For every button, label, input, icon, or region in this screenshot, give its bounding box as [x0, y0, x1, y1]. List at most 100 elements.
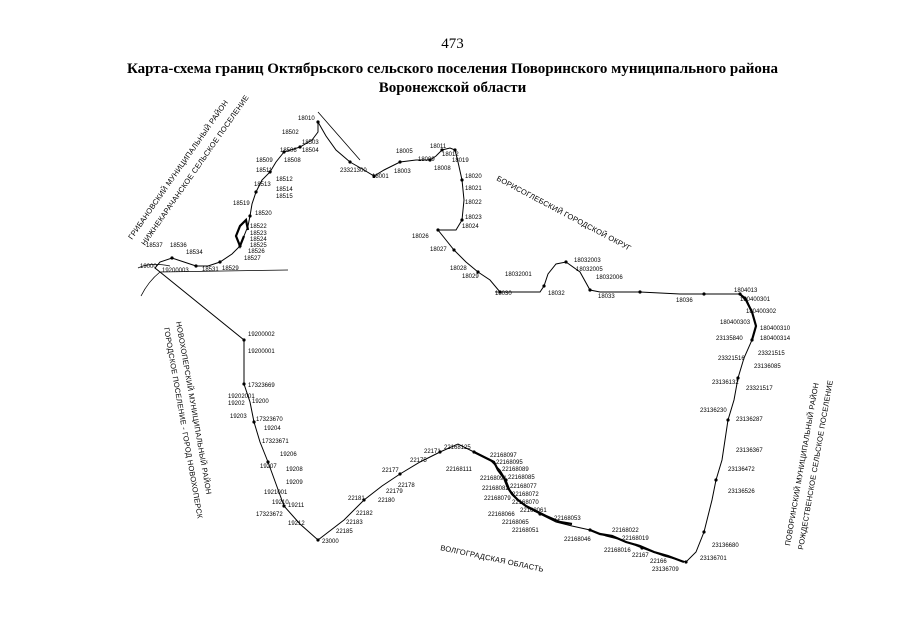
- point-label: 22168082: [482, 486, 509, 492]
- point-label: 180400301: [740, 297, 771, 303]
- point-label: 22177: [382, 468, 399, 474]
- point-label: 19202001: [228, 394, 255, 400]
- point-label: 22168091: [480, 476, 507, 482]
- point-label: 23321515: [758, 351, 785, 357]
- region-label-volgograd: ВОЛГОГРАДСКАЯ ОБЛАСТЬ: [440, 543, 545, 574]
- point-label: 18024: [462, 224, 479, 230]
- point-label: 23136132: [712, 380, 739, 386]
- point-label: 22185: [336, 529, 353, 535]
- river-boundary-segment: [589, 528, 685, 564]
- region-label-gribanovsky: ГРИБАНОВСКИЙ МУНИЦИПАЛЬНЫЙ РАЙОН: [126, 98, 230, 241]
- point-label: 18509: [256, 158, 273, 164]
- point-label: 22168111: [446, 467, 472, 473]
- point-label: 23136472: [728, 467, 755, 473]
- point-label: 19200: [252, 399, 269, 405]
- point-label: 18020: [465, 174, 482, 180]
- point-label: 22168072: [512, 492, 539, 498]
- point-label: 22168019: [622, 536, 649, 542]
- point-label: 22166: [650, 559, 667, 565]
- point-label: 17323669: [248, 383, 275, 389]
- point-label: 19200001: [248, 349, 275, 355]
- point-label: 23136701: [700, 556, 727, 562]
- point-label: 18508: [284, 158, 301, 164]
- point-label: 22181: [348, 496, 365, 502]
- point-label: 23321516: [718, 356, 745, 362]
- point-label: 18512: [276, 177, 293, 183]
- point-label: 18502: [282, 130, 299, 136]
- point-label: 18503: [302, 140, 319, 146]
- point-label: 18008: [434, 166, 451, 172]
- point-label: 22180: [378, 498, 395, 504]
- point-label: 23136287: [736, 417, 763, 423]
- point-label: 18021: [465, 186, 482, 192]
- point-label: 18520: [255, 211, 272, 217]
- point-label: 22168070: [512, 500, 539, 506]
- point-label: 22168097: [490, 453, 517, 459]
- point-label: 22168079: [484, 496, 511, 502]
- point-label: 19212: [288, 521, 305, 527]
- point-label: 22167: [632, 553, 649, 559]
- point-label: 18009: [418, 157, 435, 163]
- external-boundary-line: [137, 264, 289, 273]
- point-label: 22168089: [502, 467, 529, 473]
- point-label: 18534: [186, 250, 203, 256]
- point-label: 23321300: [340, 168, 367, 174]
- point-label: 18537: [146, 243, 163, 249]
- point-label: 18527: [244, 256, 261, 262]
- point-label: 17323670: [256, 417, 283, 423]
- title-line-1: Карта-схема границ Октябрьского сельског…: [126, 61, 779, 77]
- point-label: 18026: [412, 234, 429, 240]
- point-label: 22168125: [444, 445, 471, 451]
- point-label: 17323671: [262, 439, 289, 445]
- point-label: 22168066: [488, 512, 515, 518]
- point-label: 22168085: [508, 475, 535, 481]
- point-label: 18001: [372, 174, 389, 180]
- point-label: 18522: [250, 224, 267, 230]
- point-label: 18022: [465, 200, 482, 206]
- point-label: 22168046: [564, 537, 591, 543]
- point-label: 19204: [264, 426, 281, 432]
- point-label: 18519: [233, 201, 250, 207]
- point-label: 18033: [598, 294, 615, 300]
- point-label: 18529: [222, 266, 239, 272]
- point-label: 18032: [548, 291, 565, 297]
- point-label: 22168022: [612, 528, 639, 534]
- map-title: Карта-схема границ Октябрьского сельског…: [0, 60, 905, 98]
- point-label: 22168016: [604, 548, 631, 554]
- point-label: 18506: [280, 148, 297, 154]
- point-label: 180400303: [720, 320, 751, 326]
- point-label: 22175: [410, 458, 427, 464]
- point-label: 18005: [396, 149, 413, 155]
- point-label: 18511: [256, 168, 273, 174]
- point-label: 18027: [430, 247, 447, 253]
- point-label: 22182: [356, 511, 373, 517]
- point-label: 18525: [250, 243, 267, 249]
- point-label: 18012: [442, 152, 459, 158]
- point-label: 18032005: [576, 267, 603, 273]
- point-label: 18536: [170, 243, 187, 249]
- point-label: 23136680: [712, 543, 739, 549]
- point-label: 1804013: [734, 288, 758, 294]
- point-label: 18526: [248, 249, 265, 255]
- point-label: 19202: [228, 401, 245, 407]
- point-label: 22171: [424, 449, 441, 455]
- point-label: 180400302: [746, 309, 777, 315]
- point-label: 22178: [398, 483, 415, 489]
- point-label: 23000: [322, 539, 339, 545]
- point-label: 23136085: [754, 364, 781, 370]
- point-label: 19200002: [248, 332, 275, 338]
- point-label: 22168061: [520, 508, 547, 514]
- point-label: 17323672: [256, 512, 283, 518]
- point-label: 18028: [450, 266, 467, 272]
- point-label: 18515: [276, 194, 293, 200]
- point-label: 18023: [465, 215, 482, 221]
- point-label: 180400314: [760, 336, 791, 342]
- point-label: 18032001: [505, 272, 532, 278]
- point-label: 19209: [286, 480, 303, 486]
- region-label-nizhnekarachan: НИЖНЕКАРАЧАНСКОЕ СЕЛЬСКОЕ ПОСЕЛЕНИЕ: [139, 93, 251, 247]
- point-label: 18030: [495, 291, 512, 297]
- vertex-markers: [170, 120, 754, 564]
- point-label: 19207: [260, 464, 277, 470]
- page-number: 473: [441, 36, 464, 52]
